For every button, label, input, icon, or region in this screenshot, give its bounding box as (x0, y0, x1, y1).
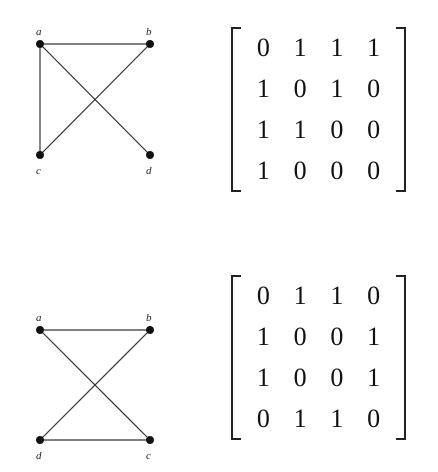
matrix-cell: 0 (367, 280, 381, 310)
matrix-cell: 1 (330, 280, 344, 310)
matrix-cell: 1 (256, 156, 270, 186)
matrix-grid: 0 1 1 0 1 0 0 1 1 0 0 1 0 1 1 0 (245, 275, 392, 440)
node-a-label: a (36, 312, 42, 324)
matrix-cell: 0 (330, 115, 344, 145)
matrix-cell: 1 (330, 404, 344, 434)
matrix-left-bracket (231, 275, 241, 440)
matrix-cell: 1 (256, 73, 270, 103)
graph-2-nodes (36, 326, 154, 444)
graph-1-nodes (36, 40, 154, 159)
matrix-cell: 0 (330, 363, 344, 393)
matrix-cell: 1 (293, 404, 307, 434)
matrix-cell: 1 (293, 115, 307, 145)
node-c-label: c (146, 450, 151, 462)
matrix-cell: 0 (256, 404, 270, 434)
matrix-cell: 0 (293, 321, 307, 351)
node-d (146, 151, 154, 159)
edge-b-d (39, 329, 151, 441)
matrix-cell: 1 (367, 363, 381, 393)
node-d-label: d (146, 165, 152, 177)
matrix-cell: 1 (330, 73, 344, 103)
adjacency-matrix-1: 0 1 1 1 1 0 1 0 1 1 0 0 1 0 0 0 (231, 27, 406, 192)
node-a-label: a (36, 26, 42, 38)
adjacency-matrix-2: 0 1 1 0 1 0 0 1 1 0 0 1 0 1 1 0 (231, 275, 406, 440)
matrix-cell: 1 (293, 32, 307, 62)
matrix-cell: 0 (256, 280, 270, 310)
graph-2-edges (39, 329, 151, 441)
matrix-cell: 1 (293, 280, 307, 310)
graph-1-edges (39, 43, 151, 156)
matrix-cell: 0 (330, 156, 344, 186)
matrix-cell: 1 (256, 115, 270, 145)
node-b-label: b (146, 312, 152, 324)
matrix-cell: 0 (367, 156, 381, 186)
matrix-right-bracket (396, 27, 406, 192)
node-a (36, 326, 44, 334)
matrix-cell: 1 (256, 321, 270, 351)
edge-b-c (39, 43, 151, 156)
node-b-label: b (146, 26, 152, 38)
node-c (146, 436, 154, 444)
node-b (146, 40, 154, 48)
matrix-cell: 0 (367, 73, 381, 103)
matrix-cell: 0 (293, 73, 307, 103)
matrix-cell: 1 (367, 32, 381, 62)
node-a (36, 40, 44, 48)
matrix-right-bracket (396, 275, 406, 440)
matrix-left-bracket (231, 27, 241, 192)
matrix-cell: 0 (367, 115, 381, 145)
matrix-cell: 0 (256, 32, 270, 62)
node-b (146, 326, 154, 334)
node-d (36, 436, 44, 444)
matrix-cell: 0 (367, 404, 381, 434)
node-c-label: c (36, 165, 41, 177)
matrix-cell: 1 (367, 321, 381, 351)
matrix-cell: 1 (256, 363, 270, 393)
node-c (36, 151, 44, 159)
matrix-cell: 0 (293, 156, 307, 186)
matrix-cell: 0 (330, 321, 344, 351)
matrix-grid: 0 1 1 1 1 0 1 0 1 1 0 0 1 0 0 0 (245, 27, 392, 192)
node-d-label: d (36, 450, 42, 462)
matrix-cell: 1 (330, 32, 344, 62)
matrix-cell: 0 (293, 363, 307, 393)
